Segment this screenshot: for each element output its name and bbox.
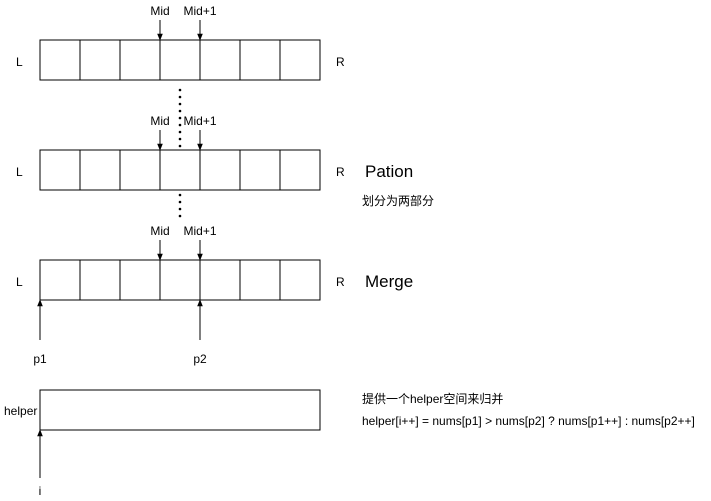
- array-cell: [159, 259, 201, 301]
- row1-left-label: L: [16, 55, 23, 69]
- array-cell: [79, 149, 121, 191]
- row1-mid1-label: Mid+1: [183, 4, 216, 18]
- array-cell: [39, 39, 81, 81]
- row2-mid-label: Mid: [150, 114, 169, 128]
- p1-label: p1: [33, 352, 47, 366]
- row3-mid-label: Mid: [150, 224, 169, 238]
- array-cell: [199, 259, 241, 301]
- p2-label: p2: [193, 352, 207, 366]
- row1-right-label: R: [336, 55, 345, 69]
- pation-description: 划分为两部分: [362, 193, 434, 208]
- array-cell: [39, 149, 81, 191]
- row2-array: [39, 149, 321, 191]
- row-2: Mid Mid+1 L R Pation 划分为两部分: [16, 114, 434, 208]
- row-3: Mid Mid+1 L R Merge p1 p2: [16, 224, 413, 366]
- array-cell: [279, 39, 321, 81]
- helper-description: 提供一个helper空间来归并: [362, 391, 503, 406]
- merge-title: Merge: [365, 272, 413, 291]
- array-cell: [79, 39, 121, 81]
- array-cell: [119, 149, 161, 191]
- array-cell: [79, 259, 121, 301]
- array-cell: [199, 39, 241, 81]
- pation-title: Pation: [365, 162, 413, 181]
- helper-section: helper i 提供一个helper空间来归并 helper[i++] = n…: [4, 389, 695, 498]
- i-label: i: [39, 484, 42, 498]
- array-cell: [199, 149, 241, 191]
- row1-mid-label: Mid: [150, 4, 169, 18]
- array-cell: [239, 149, 281, 191]
- array-cell: [119, 259, 161, 301]
- merge-formula: helper[i++] = nums[p1] > nums[p2] ? nums…: [362, 414, 695, 428]
- row-1: Mid Mid+1 L R: [16, 4, 345, 81]
- row2-right-label: R: [336, 165, 345, 179]
- row1-array: [39, 39, 321, 81]
- helper-label: helper: [4, 404, 37, 418]
- array-cell: [159, 149, 201, 191]
- row2-mid1-label: Mid+1: [183, 114, 216, 128]
- array-cell: [159, 39, 201, 81]
- row3-left-label: L: [16, 275, 23, 289]
- row3-mid1-label: Mid+1: [183, 224, 216, 238]
- array-cell: [119, 39, 161, 81]
- row3-array: [39, 259, 321, 301]
- array-cell: [279, 149, 321, 191]
- row3-right-label: R: [336, 275, 345, 289]
- array-cell: [39, 259, 81, 301]
- array-cell: [239, 259, 281, 301]
- row2-left-label: L: [16, 165, 23, 179]
- array-cell: [239, 39, 281, 81]
- array-cell: [279, 259, 321, 301]
- helper-array: [39, 389, 321, 431]
